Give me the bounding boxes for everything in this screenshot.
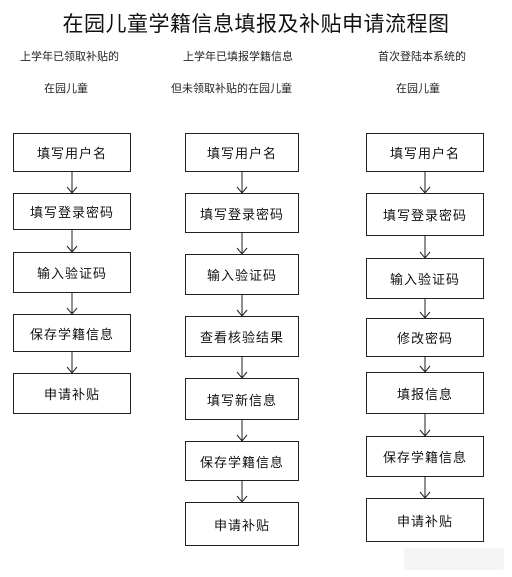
arrow-col2-6 — [236, 481, 248, 503]
arrow-col1-2 — [66, 230, 78, 253]
arrow-col3-2 — [419, 236, 431, 259]
arrow-col2-4 — [236, 357, 248, 379]
arrow-col1-4 — [66, 352, 78, 374]
col2-step-7-box: 申请补贴 — [185, 502, 299, 546]
arrow-col3-1 — [419, 172, 431, 194]
arrow-col2-1 — [236, 172, 248, 194]
column-2-header-line-2: 但未领取补贴的在园儿童 — [171, 82, 292, 95]
col1-step-2-box: 填写登录密码 — [13, 193, 131, 230]
col3-step-2-box: 填写登录密码 — [366, 193, 484, 236]
col1-step-3-box: 输入验证码 — [13, 252, 131, 293]
col3-step-7-box: 申请补贴 — [366, 498, 484, 542]
col1-step-1-box: 填写用户名 — [13, 133, 131, 172]
col3-step-1-box: 填写用户名 — [366, 133, 484, 172]
arrow-col2-5 — [236, 420, 248, 442]
col3-step-5-box: 填报信息 — [366, 372, 484, 414]
column-3-header-line-1: 首次登陆本系统的 — [378, 50, 466, 63]
col2-step-4-box: 查看核验结果 — [185, 316, 299, 357]
col2-step-6-box: 保存学籍信息 — [185, 441, 299, 481]
arrow-col3-3 — [419, 299, 431, 319]
arrow-col3-4 — [419, 357, 431, 373]
col2-step-2-box: 填写登录密码 — [185, 193, 299, 233]
diagram-title: 在园儿童学籍信息填报及补贴申请流程图 — [62, 12, 450, 36]
arrow-col1-1 — [66, 172, 78, 194]
col2-step-3-box: 输入验证码 — [185, 254, 299, 295]
col1-step-4-box: 保存学籍信息 — [13, 314, 131, 352]
col1-step-5-box: 申请补贴 — [13, 373, 131, 414]
column-2-header-line-1: 上学年已填报学籍信息 — [183, 50, 293, 63]
column-1-header-line-2: 在园儿童 — [44, 82, 88, 95]
col2-step-1-box: 填写用户名 — [185, 133, 299, 172]
arrow-col1-3 — [66, 293, 78, 315]
column-1-header-line-1: 上学年已领取补贴的 — [20, 50, 119, 63]
col3-step-4-box: 修改密码 — [366, 318, 484, 357]
arrow-col2-2 — [236, 233, 248, 255]
col3-step-3-box: 输入验证码 — [366, 258, 484, 299]
arrow-col3-5 — [419, 414, 431, 437]
arrow-col3-6 — [419, 477, 431, 499]
col2-step-5-box: 填写新信息 — [185, 378, 299, 420]
col3-step-6-box: 保存学籍信息 — [366, 436, 484, 477]
column-3-header-line-2: 在园儿童 — [396, 82, 440, 95]
watermark-overlay — [404, 548, 504, 570]
arrow-col2-3 — [236, 295, 248, 317]
